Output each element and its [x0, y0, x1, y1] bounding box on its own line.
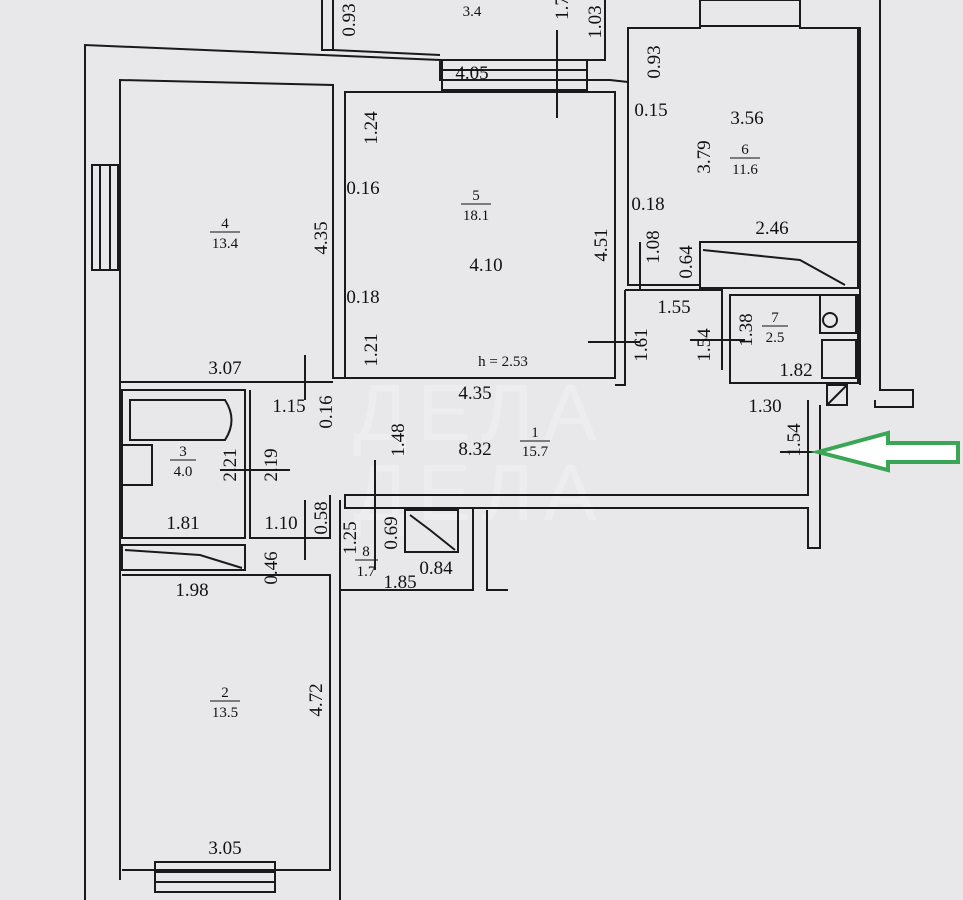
dimension-labels: 0.93 1.7 1.03 4.05 0.93 0.15 3.56 3.79 1…	[166, 0, 812, 859]
dim: 1.82	[779, 360, 812, 381]
room-8-area: 1.7	[357, 564, 376, 580]
room-2-number: 2	[221, 685, 229, 701]
room-3-number: 3	[179, 444, 187, 460]
room-labels: 1 15.7 2 13.5 3 4.0 4 13.4 5 18.1 6 11.6…	[170, 4, 788, 721]
dim: 0.69	[381, 516, 402, 549]
dim: 4.51	[591, 228, 612, 261]
dim: 1.54	[784, 423, 805, 457]
dim: 1.38	[736, 313, 757, 346]
room-8-number: 8	[362, 544, 370, 560]
dim: 1.03	[585, 5, 606, 38]
dim: 4.10	[469, 255, 502, 276]
dim: 1.24	[361, 111, 382, 145]
room-5-area: 18.1	[463, 208, 489, 224]
dim: 1.30	[748, 396, 781, 417]
dim: 3.05	[208, 838, 241, 859]
watermark: ДЕЛА	[353, 368, 606, 457]
room-4-number: 4	[221, 216, 229, 232]
dim: 1.81	[166, 513, 199, 534]
room-6-number: 6	[741, 142, 749, 158]
dim: 1.98	[175, 580, 208, 601]
dim: 1.10	[264, 513, 297, 534]
dim: 1.21	[361, 333, 382, 366]
dim: 0.46	[261, 551, 282, 584]
room-balcony-area: 3.4	[463, 4, 482, 20]
dim: 1.55	[657, 297, 690, 318]
dim: 0.16	[316, 395, 337, 428]
dim: 1.15	[272, 396, 305, 417]
dim: 0.18	[346, 287, 379, 308]
dim: 1.61	[631, 328, 652, 361]
room-4-area: 13.4	[212, 236, 239, 252]
room-1-area: 15.7	[522, 444, 549, 460]
entrance-arrow-icon	[810, 430, 960, 473]
dim: 2.46	[755, 218, 788, 239]
room-7-area: 2.5	[766, 330, 785, 346]
room-2-area: 13.5	[212, 705, 238, 721]
dim: 0.64	[676, 245, 697, 279]
room-6-area: 11.6	[732, 162, 758, 178]
room-3-area: 4.0	[174, 464, 193, 480]
dim: 1.7	[552, 0, 573, 20]
dim: 8.32	[458, 439, 491, 460]
dim: 0.18	[631, 194, 664, 215]
dim: 4.35	[458, 383, 491, 404]
walls	[84, 0, 914, 900]
dim: 4.35	[311, 221, 332, 254]
dim: 3.07	[208, 358, 241, 379]
dim: 0.58	[311, 501, 332, 534]
dim: 4.05	[455, 63, 488, 84]
dim: 1.25	[340, 521, 361, 554]
dim: 0.93	[339, 3, 360, 36]
dim: 2.19	[261, 448, 282, 481]
room-5-number: 5	[472, 188, 480, 204]
room-1-number: 1	[531, 425, 539, 441]
dim: 1.54	[694, 328, 715, 362]
watermark: ДЕЛА	[353, 448, 606, 537]
dim: 3.56	[730, 108, 763, 129]
dim: 1.48	[388, 423, 409, 456]
dim: 1.08	[643, 230, 664, 263]
dim: 2.21	[220, 448, 241, 481]
dim: 0.93	[644, 45, 665, 78]
dim: 4.72	[306, 683, 327, 716]
room-7-number: 7	[771, 310, 779, 326]
dim: 0.15	[634, 100, 667, 121]
dim: 0.84	[419, 558, 453, 579]
ceiling-height: h = 2.53	[478, 354, 528, 370]
dim: 0.16	[346, 178, 379, 199]
dim: 3.79	[694, 140, 715, 173]
dim: 1.85	[383, 572, 416, 593]
